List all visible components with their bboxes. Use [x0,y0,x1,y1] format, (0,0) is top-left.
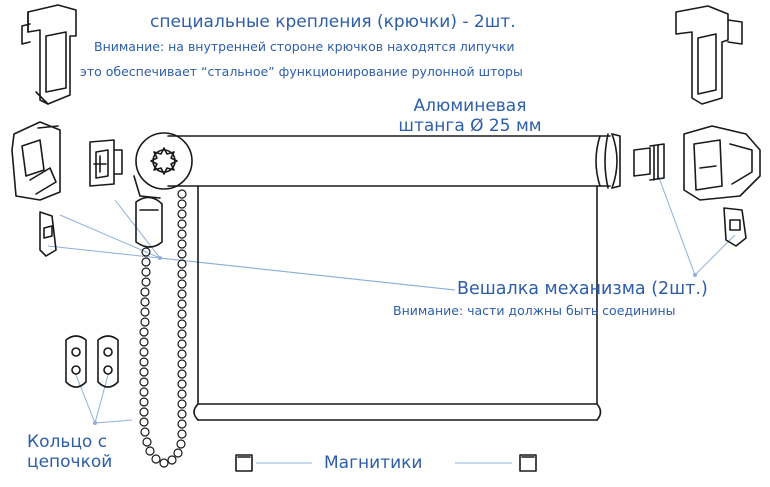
leader-dots [93,256,697,425]
end-plug-right [633,143,665,181]
magnet-right [519,454,537,472]
chain-weight [135,196,163,248]
rod-label-2: штанга Ø 25 мм [398,116,542,136]
rod-label-1: Алюминевая [413,96,527,116]
ring-label-1: Кольцо с [27,432,108,452]
magnets-label: Магнитики [324,453,423,473]
magnet-left [235,454,253,472]
hooks-title: специальные крепления (крючки) - 2шт. [150,12,516,32]
hook-left [21,4,77,105]
chain-rings [65,335,119,388]
mechanism-housing [133,132,193,199]
hanger-note: Внимание: части должны быть соединины [393,303,676,318]
ring-label-2: цепочкой [27,452,113,472]
blind-fabric [193,185,602,421]
bracket-left [11,121,61,201]
bead-chain [139,189,187,468]
clip-left [39,211,57,257]
clip-right [723,207,747,247]
line-art [11,4,761,472]
hanger-title: Вешалка механизма (2шт.) [457,279,708,299]
aluminium-rod [167,133,621,189]
bracket-right [683,125,761,201]
hooks-note-1: Внимание: на внутренней стороне крючков … [94,39,515,54]
hooks-note-2: это обеспечивает “стальное” функциониров… [80,64,523,79]
hook-right [675,5,743,105]
connector-left [89,139,123,187]
